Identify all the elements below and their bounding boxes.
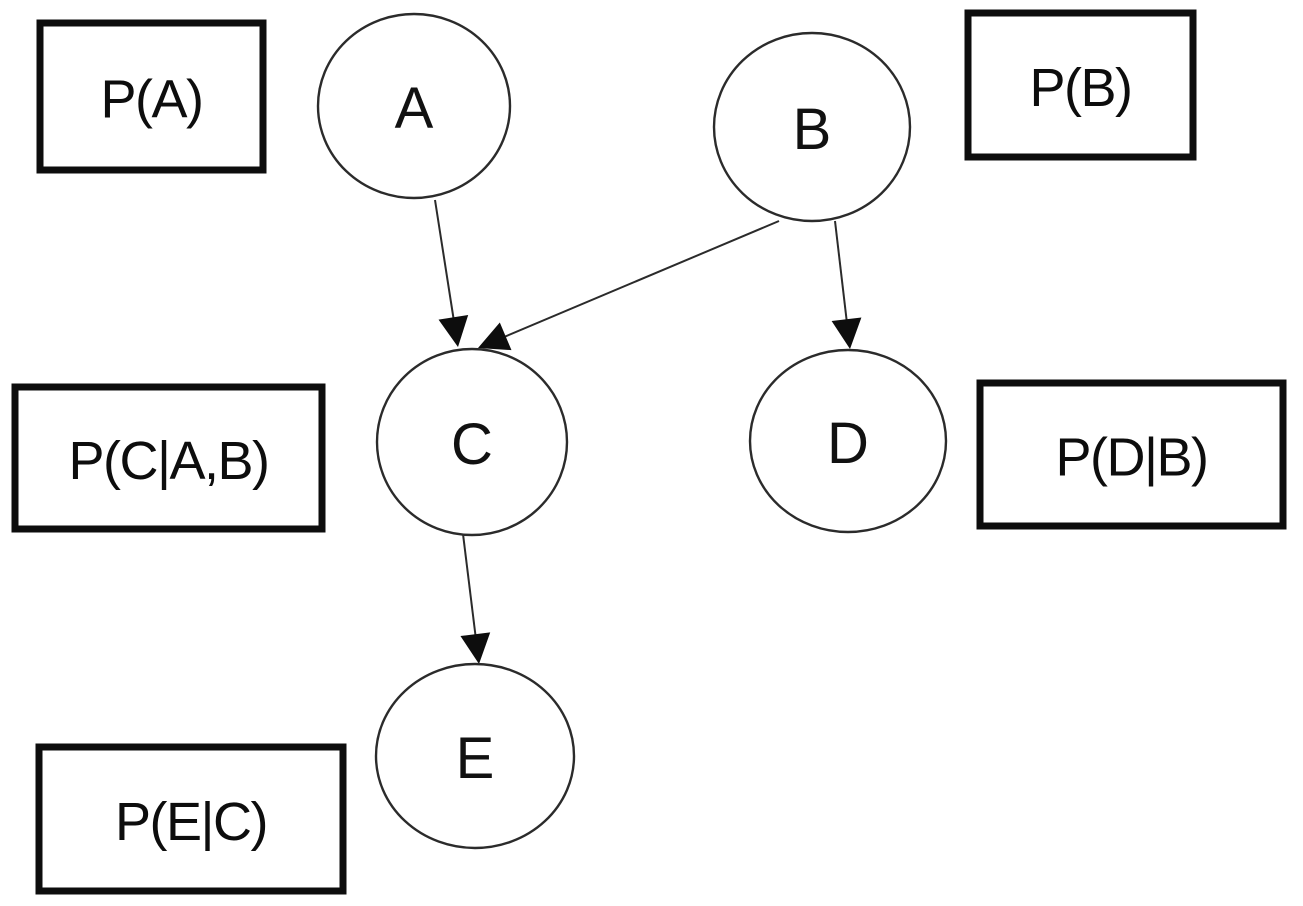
edge-a-c-arrowhead-icon [438,315,469,347]
edge-b-c-arrowhead-icon [478,322,512,351]
node-b-circle [712,31,912,223]
edge-c-e-arrowhead-icon [460,632,491,664]
edge-a-c-line [434,199,456,324]
cpt-label-a: P(A) [101,70,203,130]
cpt-box-c [11,383,326,533]
node-b-label: B [793,97,832,162]
node-c-label: C [451,412,493,477]
cpt-label-e: P(E|C) [115,792,267,852]
node-a-circle [316,12,512,200]
node-e-label: E [456,726,495,791]
cpt-box-e [35,743,347,895]
node-e-circle [374,662,576,850]
node-d-label: D [827,411,869,476]
edge-c-e-line [462,533,478,641]
cpt-box-b [964,9,1197,161]
cpt-label-b: P(B) [1030,58,1132,118]
node-d-circle [748,348,948,534]
cpt-box-a [36,19,267,174]
edge-b-d-arrowhead-icon [831,317,862,349]
cpt-label-c: P(C|A,B) [68,431,268,491]
node-c-circle [375,347,569,537]
node-a-label: A [395,76,434,141]
edge-b-c-line [499,220,780,340]
cpt-label-d: P(D|B) [1055,428,1207,488]
cpt-box-d [976,379,1287,530]
edge-b-d-line [834,220,849,326]
